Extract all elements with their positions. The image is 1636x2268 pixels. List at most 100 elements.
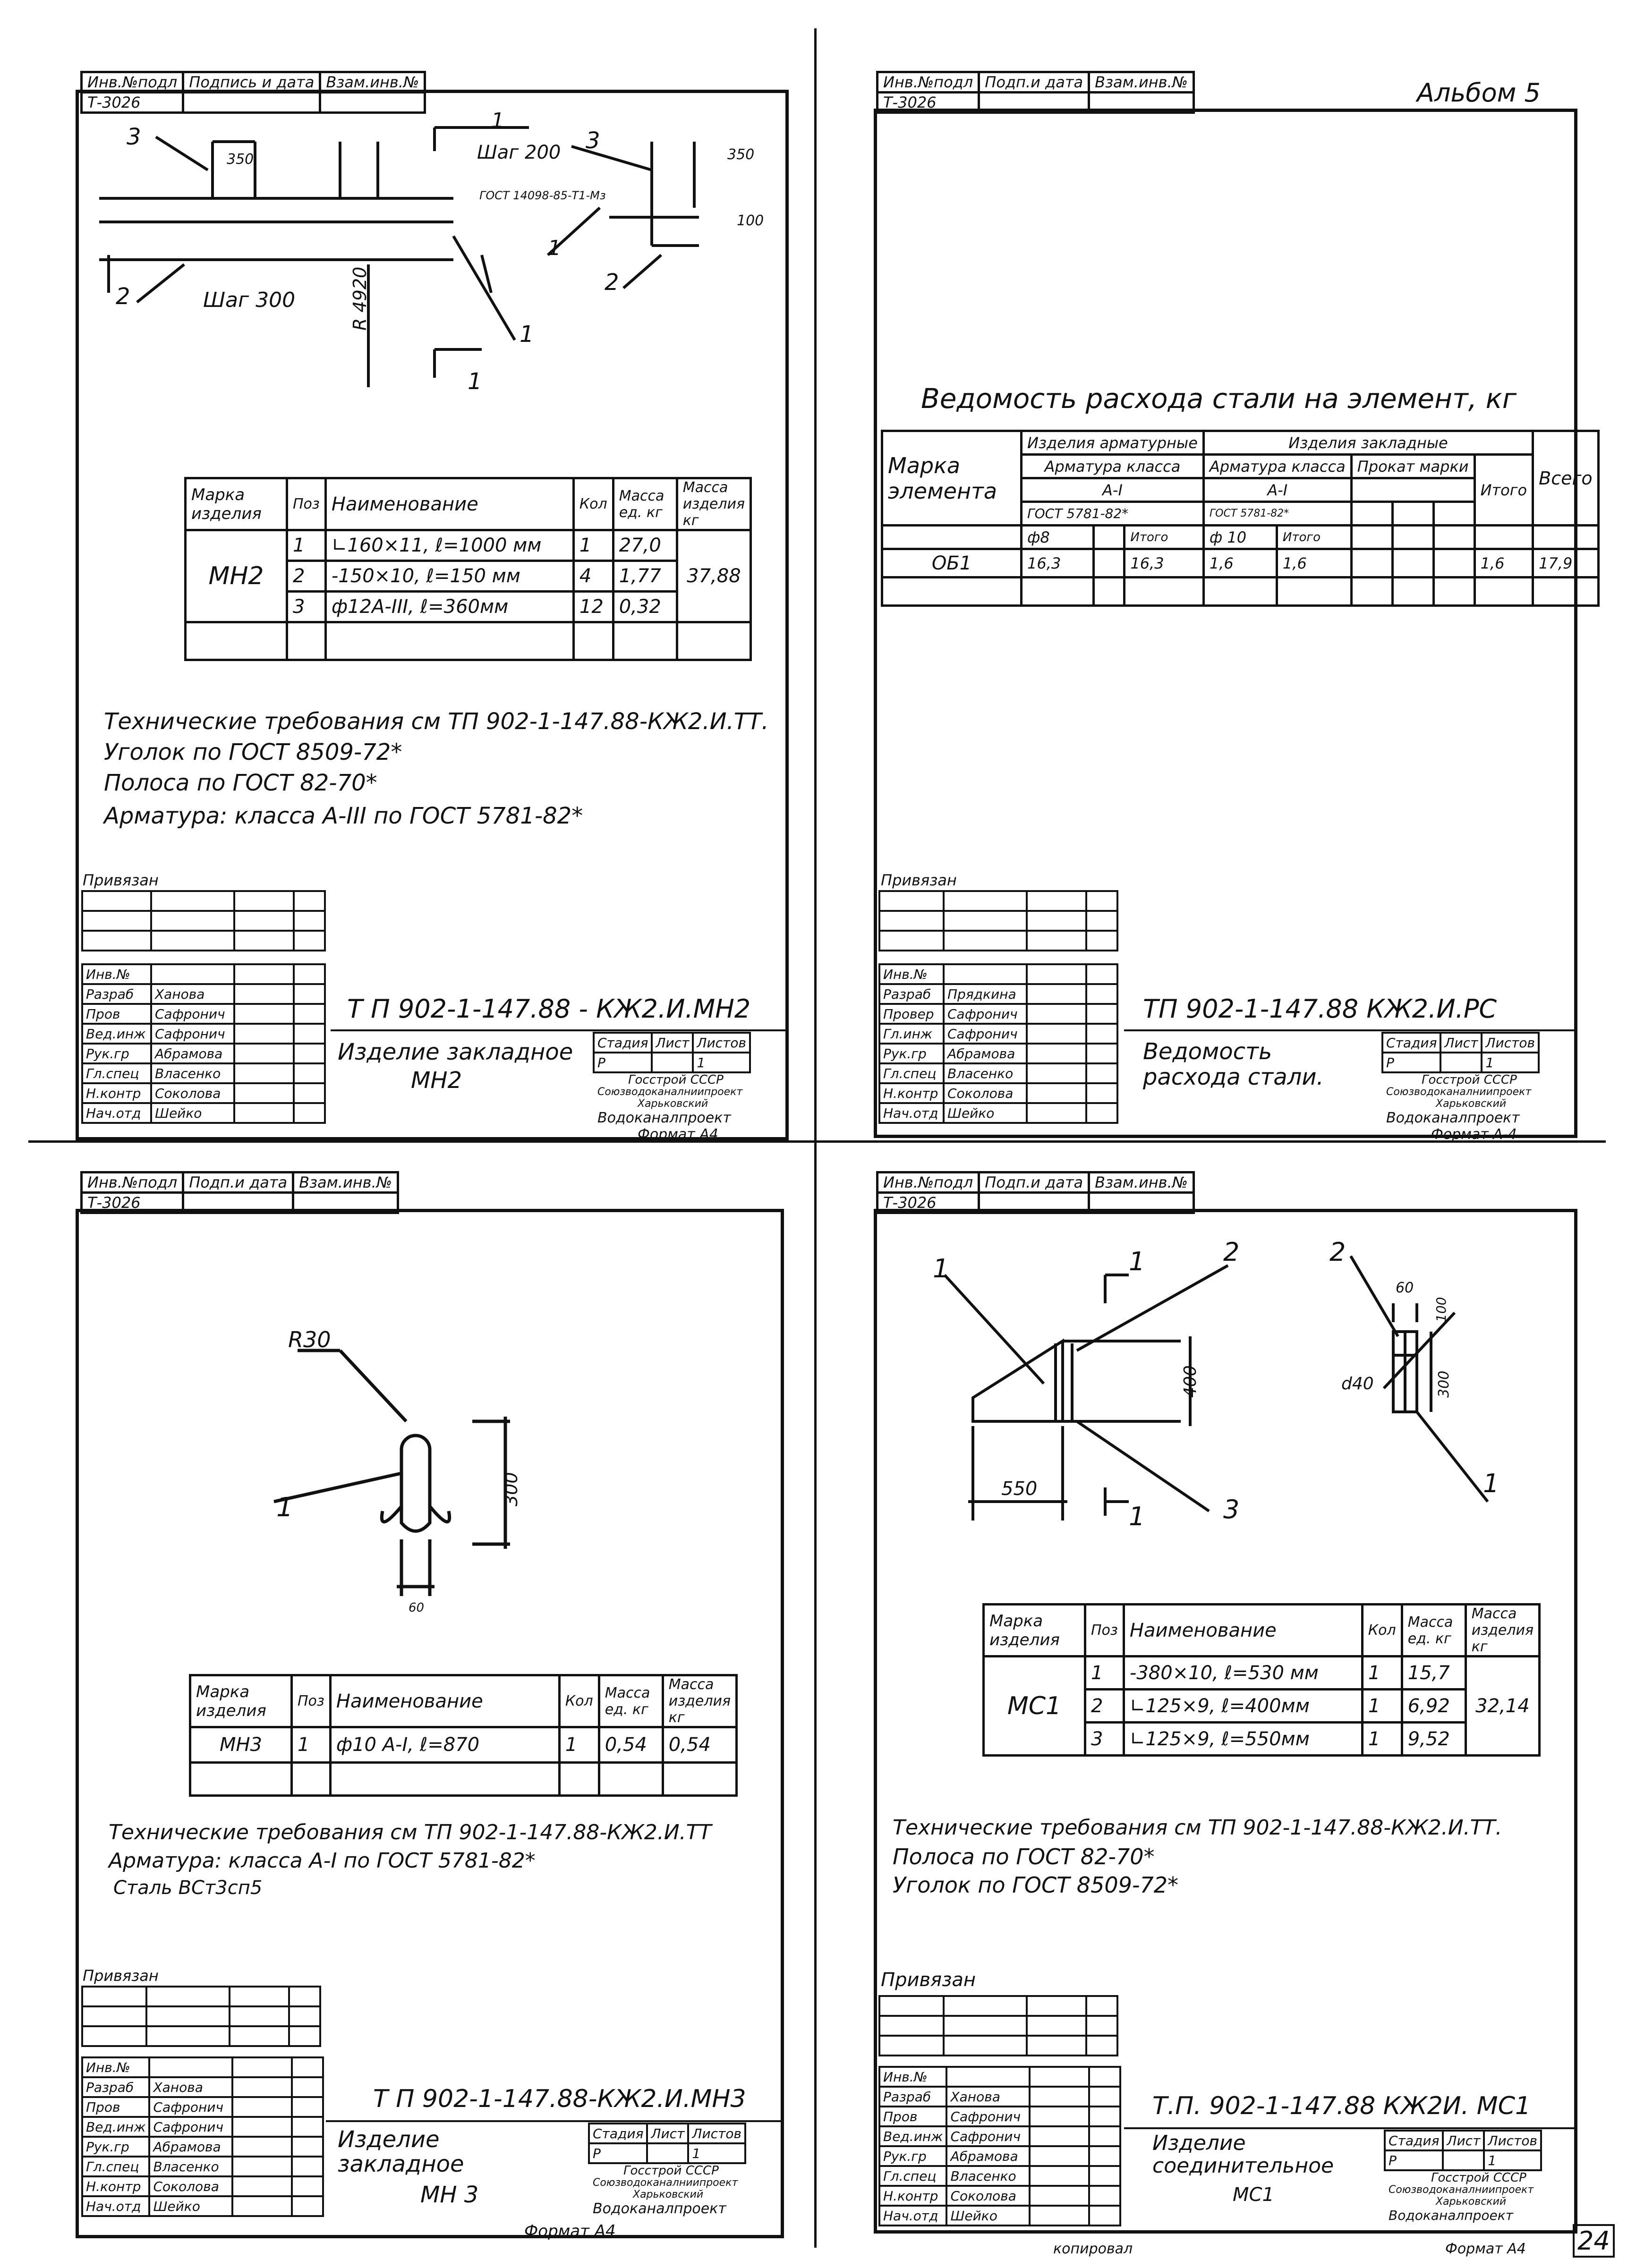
role-cell: Рук.гр: [81, 2136, 151, 2158]
sheet-frame: [874, 1209, 1577, 2234]
role-cell: Нач.отд: [878, 1102, 945, 1124]
drawing-label: 1: [1129, 1247, 1145, 1276]
name-cell: Соколова: [150, 1082, 235, 1104]
table-row: МН3 1 ф10 А-I, ℓ=870 1 0,54 0,54: [189, 1726, 738, 1764]
name-cell: Ханова: [148, 2076, 234, 2098]
header-sign: Подп.и дата: [978, 1171, 1091, 1194]
name-cell: [148, 2056, 234, 2078]
name-cell: Сафронич: [150, 1003, 235, 1025]
role-cell: Рук.гр: [878, 1043, 945, 1064]
stage-value: [646, 2142, 690, 2164]
page-heading: Ведомость расхода стали на элемент, кг: [921, 382, 1517, 415]
name-cell: Сафронич: [148, 2096, 234, 2118]
stage-head: Лист: [1442, 2130, 1485, 2151]
stage-value: 1: [687, 2142, 746, 2164]
qty-cell: 1: [1361, 1655, 1403, 1690]
sheet-frame: [874, 109, 1577, 1138]
role-cell: Н.контр: [878, 1082, 945, 1104]
name-cell: ∟125×9, ℓ=550мм: [1122, 1721, 1363, 1757]
mark-cell: ОБ1: [881, 548, 1022, 578]
header-inv: Инв.№подл: [876, 71, 980, 93]
mass-cell: 6,92: [1400, 1688, 1467, 1724]
col-header: Итого: [1275, 524, 1353, 550]
role-cell: Гл.спец: [878, 1062, 945, 1084]
stage-value: [1440, 1052, 1483, 1073]
col-header: Кол: [572, 477, 614, 531]
drawing-label: 350: [727, 146, 755, 163]
value-cell: 16,3: [1020, 548, 1095, 578]
role-cell: Гл.инж: [878, 1023, 945, 1045]
org-line: Харьковский: [633, 2189, 704, 2200]
header-inv-value: Т-3026: [80, 91, 185, 114]
role-cell: Гл.спец: [878, 2165, 948, 2187]
drawing-label: 2: [1223, 1237, 1240, 1267]
col-header: Кол: [1361, 1603, 1403, 1657]
value-cell: 1,6: [1473, 548, 1534, 578]
drawing-label: 1: [520, 321, 534, 348]
header-replace: Взам.инв.№: [1088, 1171, 1195, 1194]
org-line: Госстрой СССР: [1422, 1073, 1517, 1087]
name-cell: ∟125×9, ℓ=400мм: [1122, 1688, 1363, 1724]
name-cell: Власенко: [943, 1062, 1028, 1084]
total-cell: 37,88: [675, 529, 752, 623]
note-line: Арматура: класса А-I по ГОСТ 5781-82*: [109, 1849, 536, 1873]
stamp-line: [1124, 2127, 1577, 2129]
stage-head: Листов: [1481, 1032, 1540, 1053]
drawing-label: d40: [1341, 1374, 1374, 1393]
name-cell: Абрамова: [148, 2136, 234, 2158]
format-label: Формат А4: [638, 1126, 718, 1143]
name-cell: Абрамова: [946, 2145, 1031, 2167]
note-line: Уголок по ГОСТ 8509-72*: [104, 739, 402, 765]
stage-head: Листов: [1483, 2130, 1542, 2151]
pos-cell: 3: [1084, 1721, 1125, 1757]
name-cell: Соколова: [943, 1082, 1028, 1104]
org-line: Союзводоканалниипроект: [1386, 1086, 1532, 1098]
name-cell: Прядкина: [943, 983, 1028, 1005]
col-header: Марка элемента: [881, 430, 1022, 527]
col-header: А-I: [1020, 477, 1205, 503]
role-cell: Н.контр: [81, 1082, 152, 1104]
stage-head: Листов: [687, 2123, 746, 2144]
org-line: Харьковский: [638, 1098, 708, 1110]
sheet-subtitle: МС1: [1233, 2184, 1274, 2206]
name-cell: [943, 963, 1028, 985]
footer-copy: копировал: [1053, 2241, 1133, 2257]
col-header: Наименование: [324, 477, 575, 531]
qty-cell: 12: [572, 590, 614, 623]
name-cell: Сафронич: [943, 1003, 1028, 1025]
qty-cell: 4: [572, 560, 614, 593]
drawing-label: R30: [288, 1327, 331, 1352]
sheet-title: Изделие соединительное: [1152, 2131, 1334, 2178]
drawing-label: 3: [127, 124, 141, 150]
col-header: Масса ед. кг: [1400, 1603, 1467, 1657]
total-cell: 0,54: [661, 1726, 738, 1764]
name-cell: -150×10, ℓ=150 мм: [324, 560, 575, 593]
album-label: Альбом 5: [1417, 78, 1541, 108]
header-inv-value: Т-3026: [876, 91, 980, 114]
drawing-label: 1: [1129, 1502, 1145, 1531]
col-header: ф8: [1020, 524, 1095, 550]
sheet-frame: [76, 1209, 784, 2238]
header-sign: Подп.и дата: [978, 71, 1091, 93]
role-cell: Инв.№: [878, 2066, 948, 2088]
drawing-label: R 4920: [349, 266, 370, 331]
org-line: Госстрой СССР: [628, 1073, 724, 1087]
col-header: Всего: [1532, 430, 1600, 527]
mass-cell: 0,54: [597, 1726, 664, 1764]
col-header: Изделия закладные: [1202, 430, 1534, 456]
stamp-line: [331, 1029, 786, 1031]
header-sign: Подпись и дата: [182, 71, 322, 93]
name-cell: Ханова: [150, 983, 235, 1005]
name-cell: Шейко: [946, 2205, 1031, 2226]
header-inv: Инв.№подл: [80, 71, 185, 93]
org-line: Союзводоканалниипроект: [597, 1086, 743, 1098]
role-cell: Разраб: [81, 983, 152, 1005]
privyazan-grid: [81, 890, 326, 951]
drawing-label: 350: [227, 151, 254, 168]
drawing-code: Т П 902-1-147.88-КЖ2.И.МН3: [373, 2085, 746, 2113]
stage-value: [651, 1052, 694, 1073]
